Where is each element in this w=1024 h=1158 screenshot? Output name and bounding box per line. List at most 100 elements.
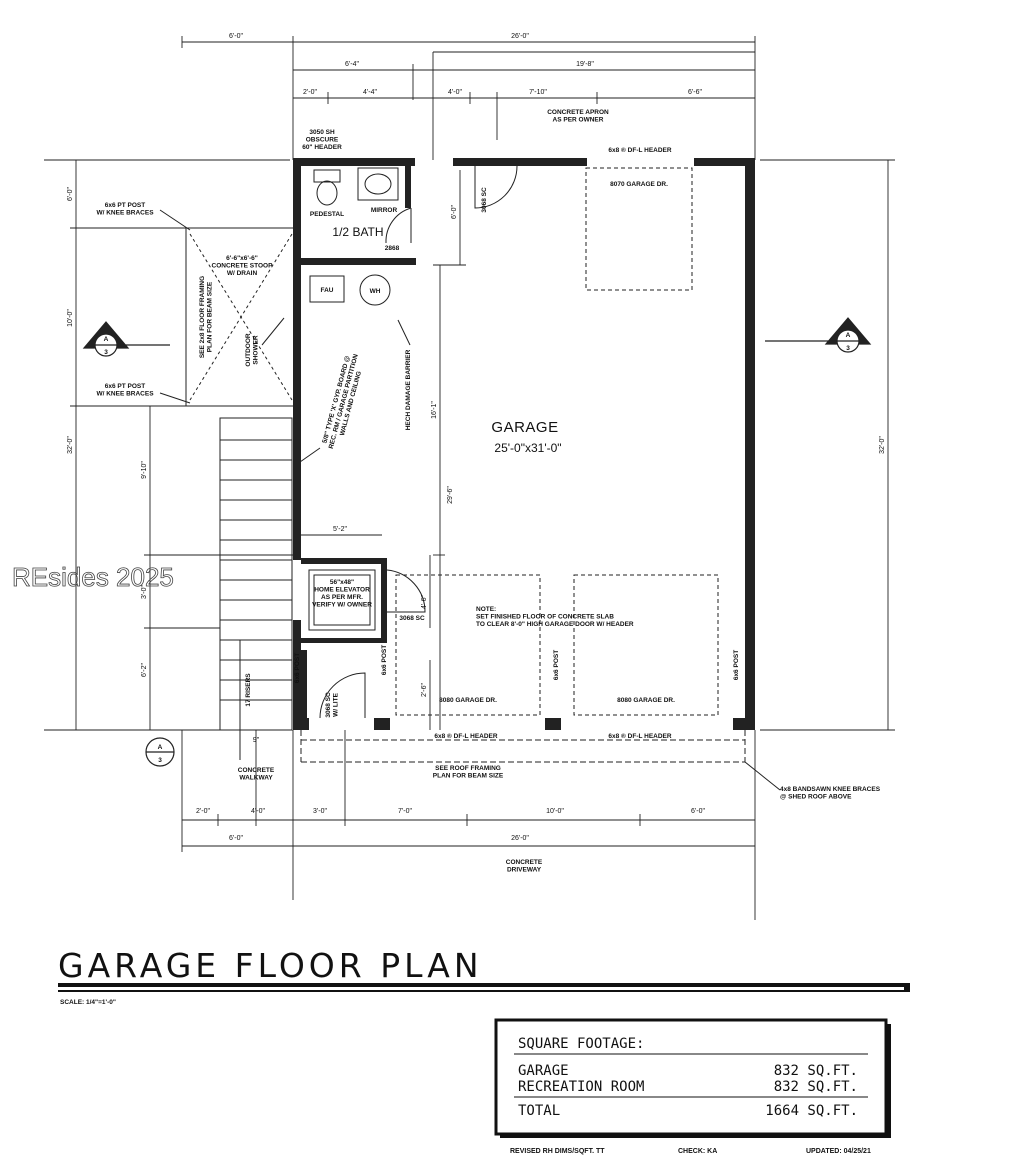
post-b-label: 6x6 POST — [381, 645, 388, 675]
sqft-total-value: 1664 SQ.FT. — [765, 1103, 858, 1119]
bandsawn-label: 4x8 BANDSAWN KNEE BRACES@ SHED ROOF ABOV… — [780, 786, 881, 800]
dim-right-overall: 32'-0" — [879, 436, 886, 454]
dim-7-10: 7'-10" — [529, 89, 547, 96]
post-d-label: 6x6 POST — [733, 650, 740, 680]
post-a-label: 6x6 POST — [294, 653, 301, 683]
section-bottom-number: 3 — [158, 757, 162, 764]
top-garage-door — [585, 167, 693, 291]
partition-note: 5/8" TYPE 'X' GYP. BOARD @REC. RM / GARA… — [321, 351, 368, 451]
dim-b-6-0: 6'-0" — [691, 808, 705, 815]
sqft-total-label: TOTAL — [518, 1103, 560, 1119]
dim-b-7-0: 7'-0" — [398, 808, 412, 815]
garage-door-left — [395, 574, 541, 716]
toilet-bowl — [316, 180, 338, 206]
stairs — [219, 417, 293, 760]
top-header-note: 6x8 ® DF-L HEADER — [608, 146, 671, 154]
dim-int-5-2: 5'-2" — [333, 526, 347, 533]
dim-left-overall: 32'-0" — [67, 436, 74, 454]
dim-b-overall: 26'-0" — [511, 835, 529, 842]
dim-b-10-0: 10'-0" — [546, 808, 564, 815]
dim-b-4-0: 4'-0" — [251, 808, 265, 815]
dim-int-2-6: 2'-6" — [421, 683, 428, 697]
dim-b-2-0: 2'-0" — [196, 808, 210, 815]
half-bath-label: 1/2 BATH — [332, 225, 383, 239]
section-marker-right — [765, 317, 872, 353]
sqft-row-value: 832 SQ.FT. — [774, 1063, 858, 1079]
garage-room-name: GARAGE — [491, 419, 558, 436]
plan-title: GARAGE FLOOR PLAN — [58, 946, 483, 985]
updated-note: UPDATED: 04/25/21 — [806, 1148, 871, 1155]
revised-note: REVISED RH DIMS/SQFT. TT — [510, 1148, 605, 1155]
fau-label: FAU — [321, 287, 334, 294]
mid-door-3068-label: 3068 SC — [399, 615, 425, 622]
dim-left-9-10: 9'-10" — [141, 461, 148, 479]
dimension-lines — [44, 36, 895, 920]
garage-room-size: 25'-0"x31'-0" — [494, 441, 561, 455]
dim-left-6-2: 6'-2" — [141, 663, 148, 677]
wh-label: WH — [370, 288, 381, 295]
sqft-row-label: RECREATION ROOM — [518, 1079, 644, 1095]
fau-unit — [309, 275, 345, 303]
garage-door-b2-label: 8080 GARAGE DR. — [617, 697, 675, 704]
pedestal-sink — [357, 167, 399, 201]
section-marker-bottom — [145, 737, 175, 767]
header-b2-label: 6x8 ® DF-L HEADER — [608, 732, 671, 740]
square-footage-table: SQUARE FOOTAGE: GARAGE 832 SQ.FT. RECREA… — [494, 1018, 891, 1138]
lite-door-label: 3068 SCW/ LITE — [325, 692, 339, 718]
section-right-number: 3 — [846, 345, 850, 352]
mirror-label: MIRROR — [371, 207, 398, 214]
risers-label: 17 RISERS — [245, 673, 252, 707]
section-bottom-letter: A — [158, 744, 163, 751]
bath-door-swing — [385, 207, 412, 244]
sqft-header: SQUARE FOOTAGE: — [518, 1036, 644, 1052]
pedestal-label: PEDESTAL — [310, 211, 344, 218]
watermark: REsides 2025 — [12, 562, 174, 592]
section-right-letter: A — [846, 332, 851, 339]
dim-int-29-6: 29'-6" — [447, 486, 454, 504]
dim-int-6-0: 6'-0" — [451, 205, 458, 219]
post-c-label: 6x6 POST — [553, 650, 560, 680]
section-left-number: 3 — [104, 349, 108, 356]
top-garage-door-label: 8070 GARAGE DR. — [610, 181, 668, 188]
title-underline — [58, 983, 910, 992]
dim-4-4: 4'-4" — [363, 89, 377, 96]
check-note: CHECK: KA — [678, 1148, 717, 1155]
sqft-row-label: GARAGE — [518, 1063, 569, 1079]
hech-barrier-note: HECH DAMAGE BARRIER — [405, 349, 412, 430]
floor-framing-label: SEE 2x8 FLOOR FRAMINGPLAN FOR BEAM SIZE — [199, 276, 213, 358]
dim-4-0: 4'-0" — [448, 89, 462, 96]
garage-door-right — [573, 574, 719, 716]
dim-top-left: 6'-0" — [229, 33, 243, 40]
section-left-letter: A — [104, 336, 109, 343]
dim-left-10-0: 10'-0" — [67, 309, 74, 327]
elevator-box — [308, 569, 376, 631]
dim-6-4: 6'-4" — [345, 61, 359, 68]
dim-b-3-0: 3'-0" — [313, 808, 327, 815]
slab-note: NOTE:SET FINISHED FLOOR OF CONCRETE SLAB… — [476, 606, 634, 628]
outdoor-shower-label: OUTDOORSHOWER — [245, 333, 259, 367]
dim-19-8: 19'-8" — [576, 61, 594, 68]
plan-scale: SCALE: 1/4"=1'-0" — [60, 999, 116, 1006]
walls — [293, 158, 755, 730]
dim-2-0: 2'-0" — [303, 89, 317, 96]
dimension-text: 6'-0" 26'-0" 6'-4" 19'-8" 2'-0" 4'-4" 4'… — [67, 33, 886, 842]
concrete-stoop — [185, 227, 299, 407]
sqft-row-value: 832 SQ.FT. — [774, 1079, 858, 1095]
dim-6-6: 6'-6" — [688, 89, 702, 96]
door-2868-label: 2868 — [385, 245, 400, 252]
water-heater — [359, 274, 391, 306]
dim-left-6-0: 6'-0" — [67, 187, 74, 201]
dim-int-4-6: 4'-6" — [421, 595, 428, 609]
elevator-door-swing — [386, 569, 426, 613]
